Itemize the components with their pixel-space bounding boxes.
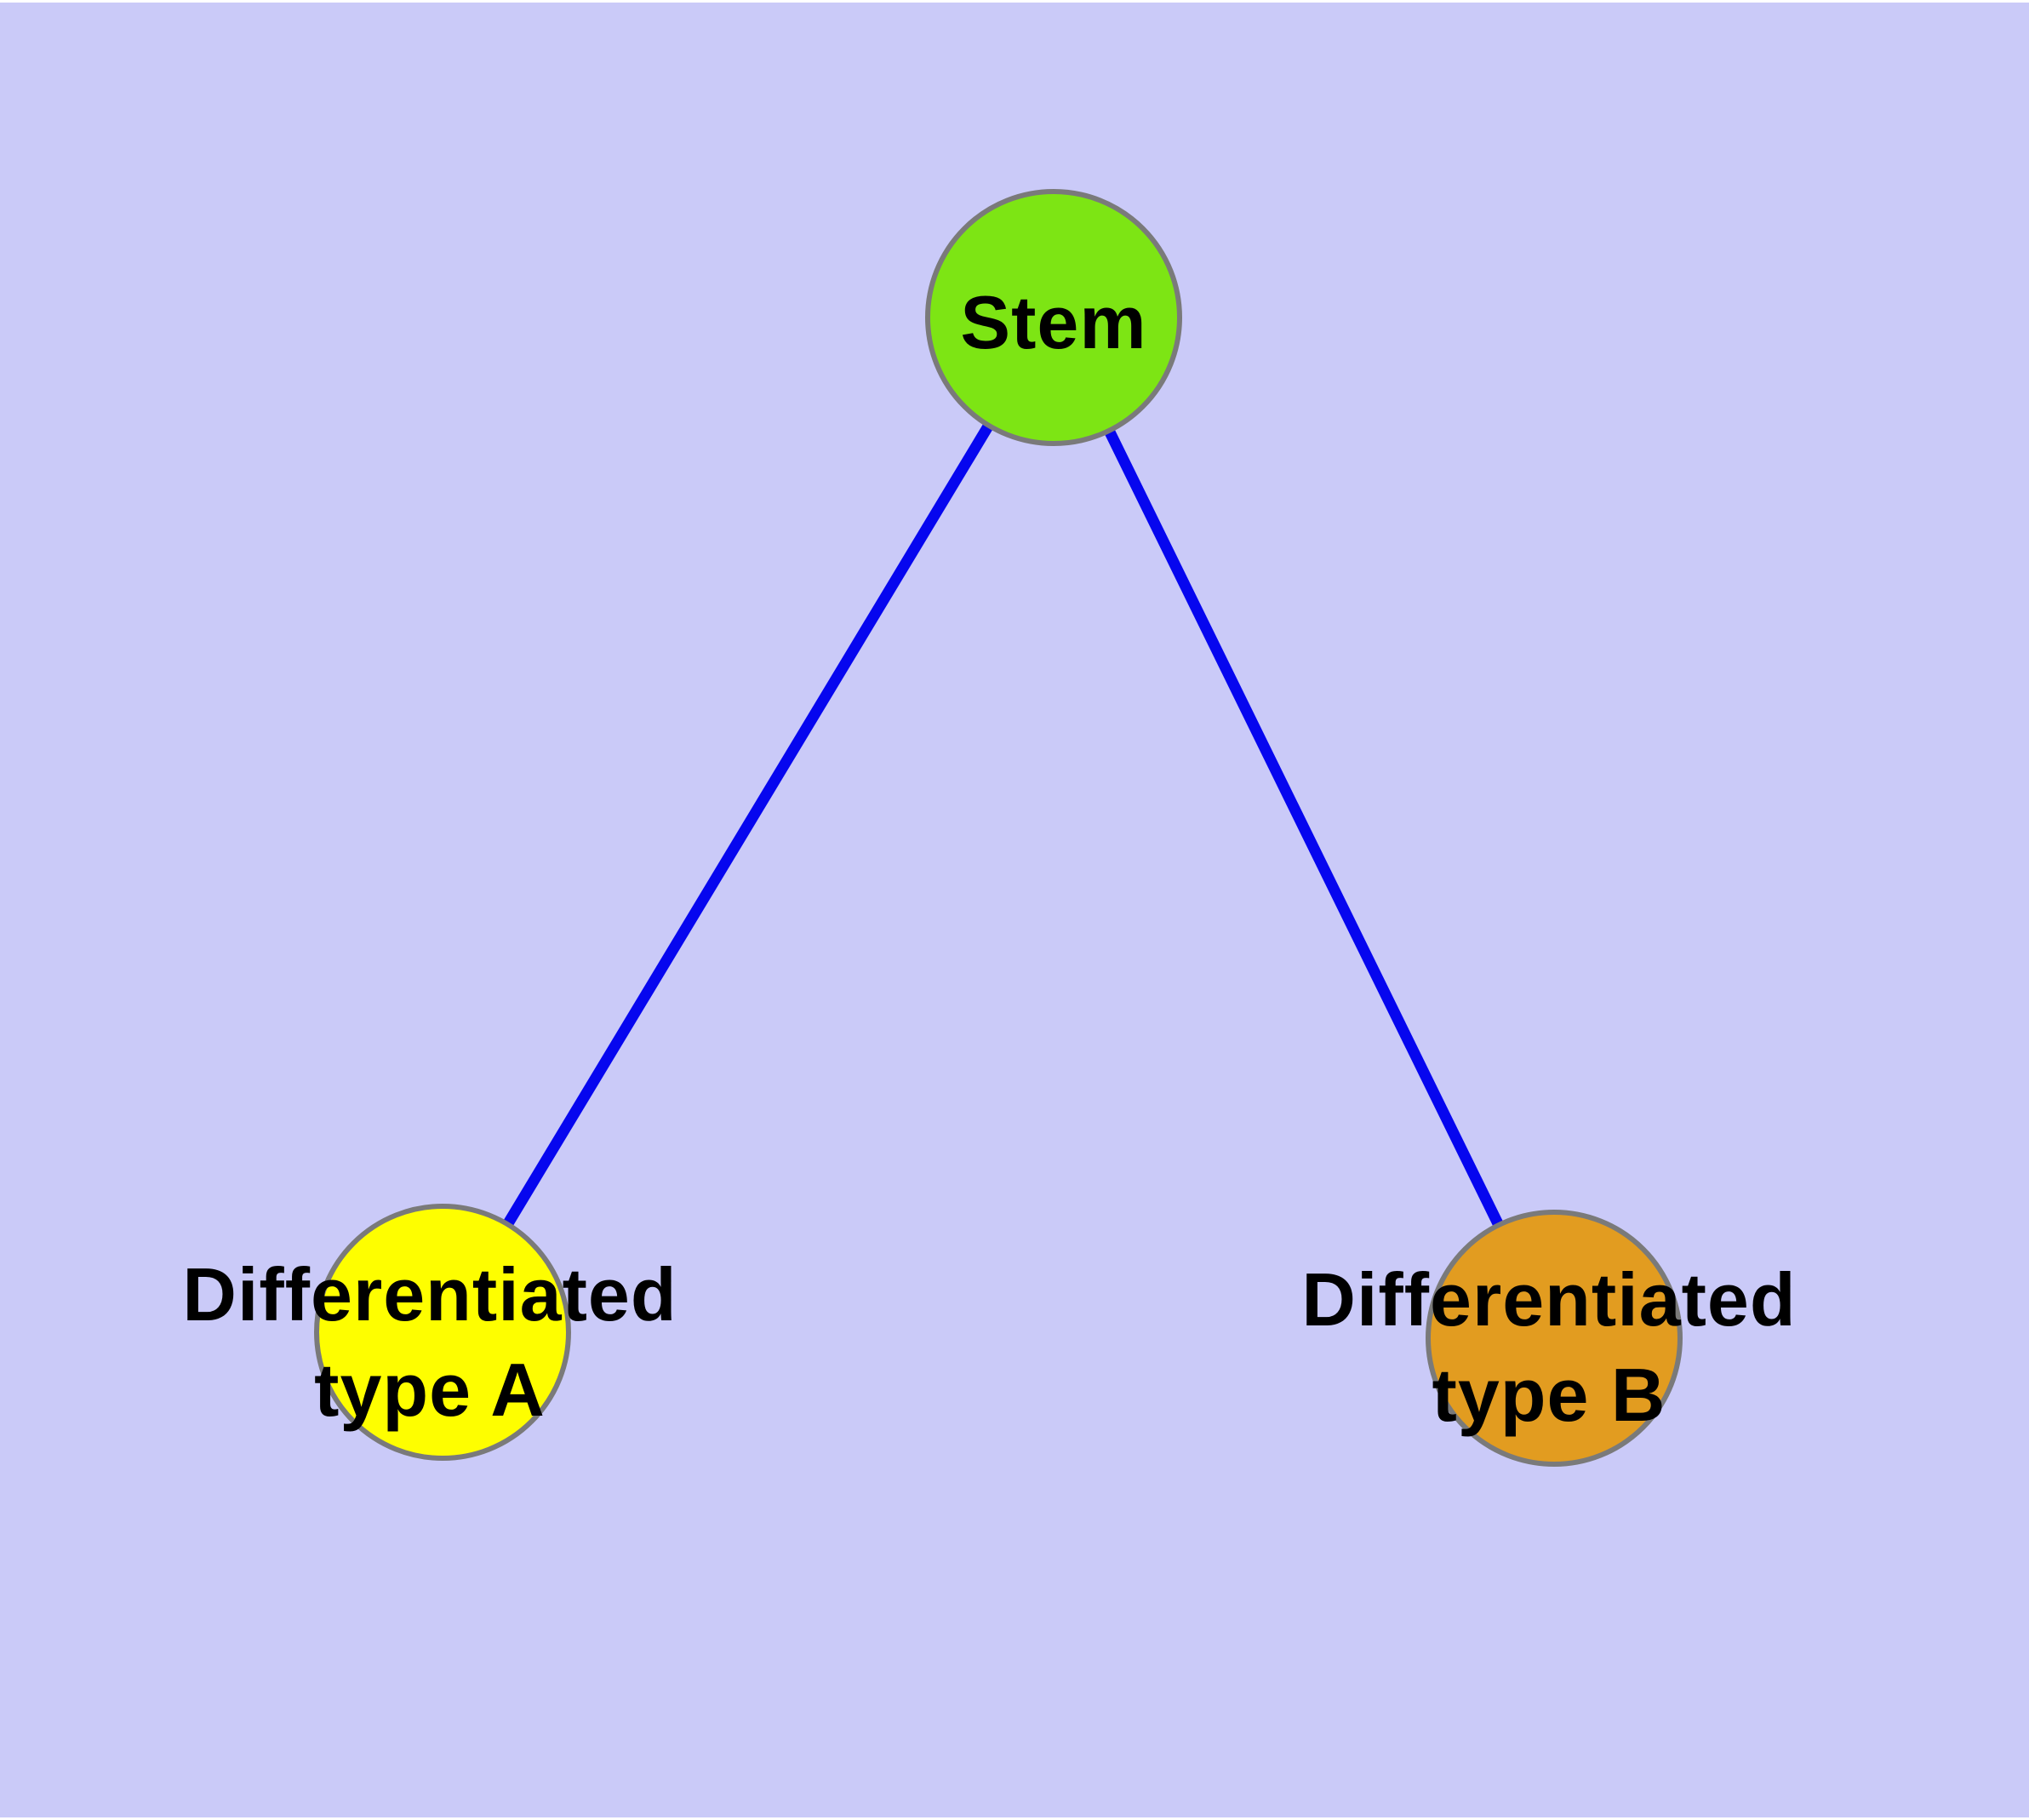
node-stem-circle (925, 189, 1182, 446)
node-typeB-circle (1426, 1210, 1683, 1467)
edge-stem-to-typeB (1049, 315, 1559, 1341)
node-typeA-circle (314, 1204, 571, 1461)
edge-stem-to-typeA (437, 314, 1059, 1336)
